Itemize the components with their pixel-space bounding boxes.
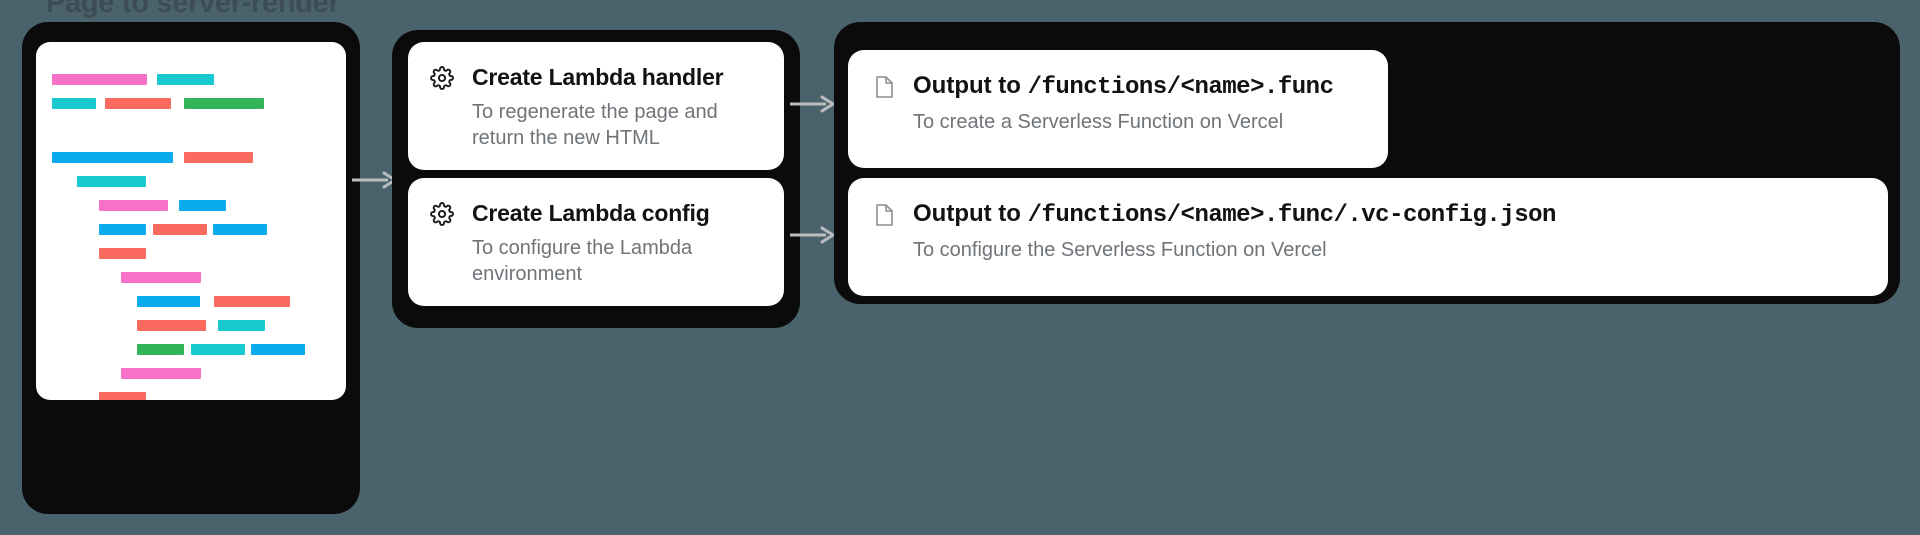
code-line	[137, 320, 206, 331]
step-card-subtitle: To regenerate the page and return the ne…	[472, 101, 718, 149]
code-line	[179, 200, 226, 211]
step-card-title: Create Lambda handler	[472, 64, 724, 90]
code-line	[105, 98, 171, 109]
code-line	[52, 74, 147, 85]
output-card-header: Output to /functions/<name>.func	[874, 72, 1362, 101]
output-title-prefix: Output to	[913, 200, 1028, 227]
code-line	[137, 344, 184, 355]
code-line	[157, 74, 214, 85]
code-line	[121, 272, 201, 283]
step-card-create-lambda-handler[interactable]: Create Lambda handler To regenerate the …	[408, 42, 784, 170]
code-line-mockup	[36, 42, 346, 400]
gear-icon	[430, 65, 454, 90]
file-icon	[874, 203, 895, 227]
output-title-path: /functions/<name>.func/.vc-config.json	[1027, 202, 1557, 229]
file-icon	[874, 75, 895, 99]
output-card-header: Output to /functions/<name>.func/.vc-con…	[874, 200, 1862, 229]
code-line	[214, 296, 290, 307]
code-line	[52, 152, 173, 163]
code-line	[121, 368, 201, 379]
code-line	[137, 296, 200, 307]
page-title: Page to server-render	[46, 0, 340, 19]
step-card-header: Create Lambda handler	[430, 64, 760, 91]
step-card-header: Create Lambda config	[430, 200, 760, 227]
gear-icon	[430, 201, 454, 226]
step-card-title: Create Lambda config	[472, 200, 710, 226]
code-line	[191, 344, 245, 355]
output-card-vc-config[interactable]: Output to /functions/<name>.func/.vc-con…	[848, 178, 1888, 296]
code-line	[153, 224, 207, 235]
code-line	[99, 224, 146, 235]
code-line	[184, 98, 264, 109]
code-line	[99, 248, 146, 259]
output-card-subtitle: To create a Serverless Function on Verce…	[913, 111, 1284, 133]
code-line	[251, 344, 305, 355]
code-line	[213, 224, 267, 235]
output-title-path: /functions/<name>.func	[1027, 74, 1334, 101]
code-line	[77, 176, 146, 187]
step-card-create-lambda-config[interactable]: Create Lambda config To configure the La…	[408, 178, 784, 306]
output-card-title: Output to /functions/<name>.func	[913, 72, 1334, 101]
code-line	[218, 320, 265, 331]
output-card-title: Output to /functions/<name>.func/.vc-con…	[913, 200, 1556, 229]
arrow-step-2-to-output-2	[790, 225, 836, 245]
arrow-step-1-to-output-1	[790, 94, 836, 114]
source-code-card	[36, 42, 346, 400]
output-title-prefix: Output to	[913, 72, 1028, 99]
output-card-function[interactable]: Output to /functions/<name>.func To crea…	[848, 50, 1388, 168]
code-line	[99, 392, 146, 400]
code-line	[99, 200, 168, 211]
step-card-subtitle: To configure the Lambda environment	[472, 237, 693, 285]
code-line	[52, 98, 96, 109]
code-line	[184, 152, 253, 163]
output-card-subtitle: To configure the Serverless Function on …	[913, 239, 1327, 261]
